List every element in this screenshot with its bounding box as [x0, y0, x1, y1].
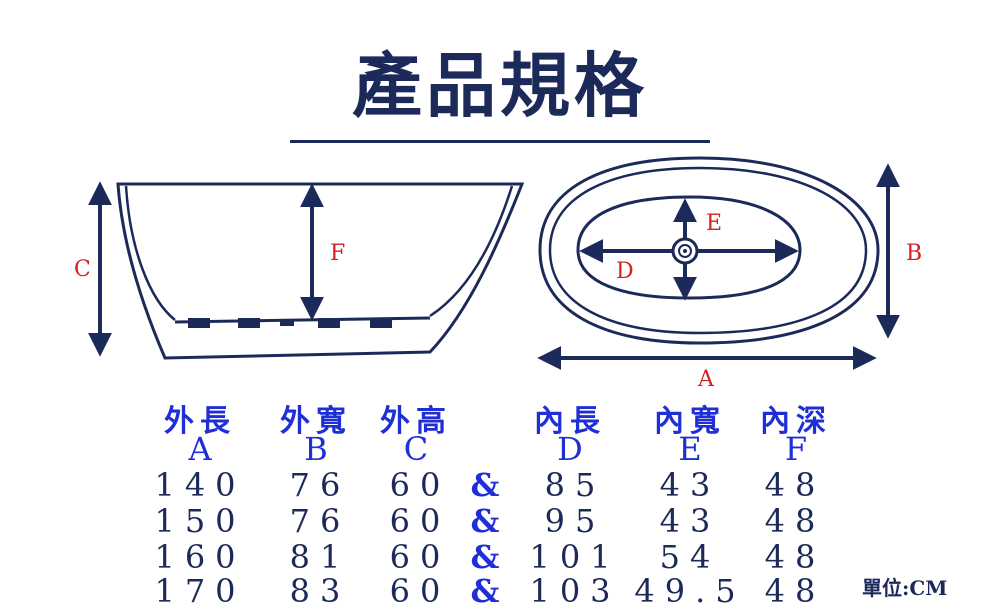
table-cell: 48 — [764, 466, 826, 504]
table-cell: 54 — [659, 538, 721, 576]
header-letter-e: E — [678, 430, 702, 468]
table-cell: 81 — [289, 538, 351, 576]
dim-label-e: E — [706, 211, 722, 236]
table-cell: 60 — [389, 502, 451, 540]
table-cell: 43 — [659, 502, 721, 540]
header-outer-height: 外高 — [380, 404, 452, 439]
tub-top-inner-rim — [548, 166, 868, 335]
dim-label-d: D — [616, 259, 634, 284]
table-cell: 49.5 — [634, 572, 746, 610]
header-letter-d: D — [557, 430, 583, 468]
table-cell: 43 — [659, 466, 721, 504]
table-cell: 160 — [154, 538, 246, 576]
row-separator: & — [470, 572, 500, 610]
table-cell: 83 — [289, 572, 351, 610]
header-letter-a: A — [188, 430, 212, 468]
table-cell: 170 — [154, 572, 246, 610]
table-cell: 60 — [389, 572, 451, 610]
header-outer-width: 外寬 — [280, 404, 352, 439]
header-inner-width: 內寬 — [654, 404, 726, 439]
table-cell: 103 — [529, 572, 621, 610]
tub-top-view: D E B A — [537, 156, 922, 392]
table-cell: 101 — [529, 538, 621, 576]
table-cell: 95 — [544, 502, 606, 540]
table-cell: 48 — [764, 538, 826, 576]
dim-label-a: A — [697, 367, 715, 392]
table-cell: 48 — [764, 572, 826, 610]
tub-side-inner-left — [124, 185, 176, 321]
header-letter-c: C — [403, 430, 429, 468]
page-title: 產品規格 — [352, 44, 648, 127]
row-separator: & — [470, 502, 500, 540]
header-letter-b: B — [304, 430, 328, 468]
row-separator: & — [470, 538, 500, 576]
row-separator: & — [470, 466, 500, 504]
table-cell: 48 — [764, 502, 826, 540]
table-cell: 76 — [289, 466, 351, 504]
table-cell: 85 — [544, 466, 606, 504]
table-cell: 60 — [389, 538, 451, 576]
tub-top-basin — [576, 195, 802, 300]
drain-icon — [671, 237, 699, 265]
tub-base-feet — [188, 318, 392, 328]
table-cell: 60 — [389, 466, 451, 504]
table-cell: 76 — [289, 502, 351, 540]
tub-side-outline — [116, 182, 525, 360]
dim-label-b: B — [906, 241, 922, 266]
dim-label-f: F — [330, 241, 345, 266]
table-cell: 150 — [154, 502, 246, 540]
spec-diagram: C F D E B A — [74, 156, 922, 392]
header-inner-depth: 內深 — [760, 404, 832, 439]
tub-side-inner-right — [429, 185, 514, 318]
unit-label: 單位:CM — [862, 576, 948, 600]
dim-label-c: C — [74, 257, 91, 282]
header-outer-length: 外長 — [164, 404, 236, 439]
table-cell: 140 — [154, 466, 246, 504]
header-letter-f: F — [784, 430, 808, 468]
tub-side-view: C F — [74, 181, 525, 360]
header-inner-length: 內長 — [534, 404, 606, 439]
title-divider — [290, 140, 710, 143]
